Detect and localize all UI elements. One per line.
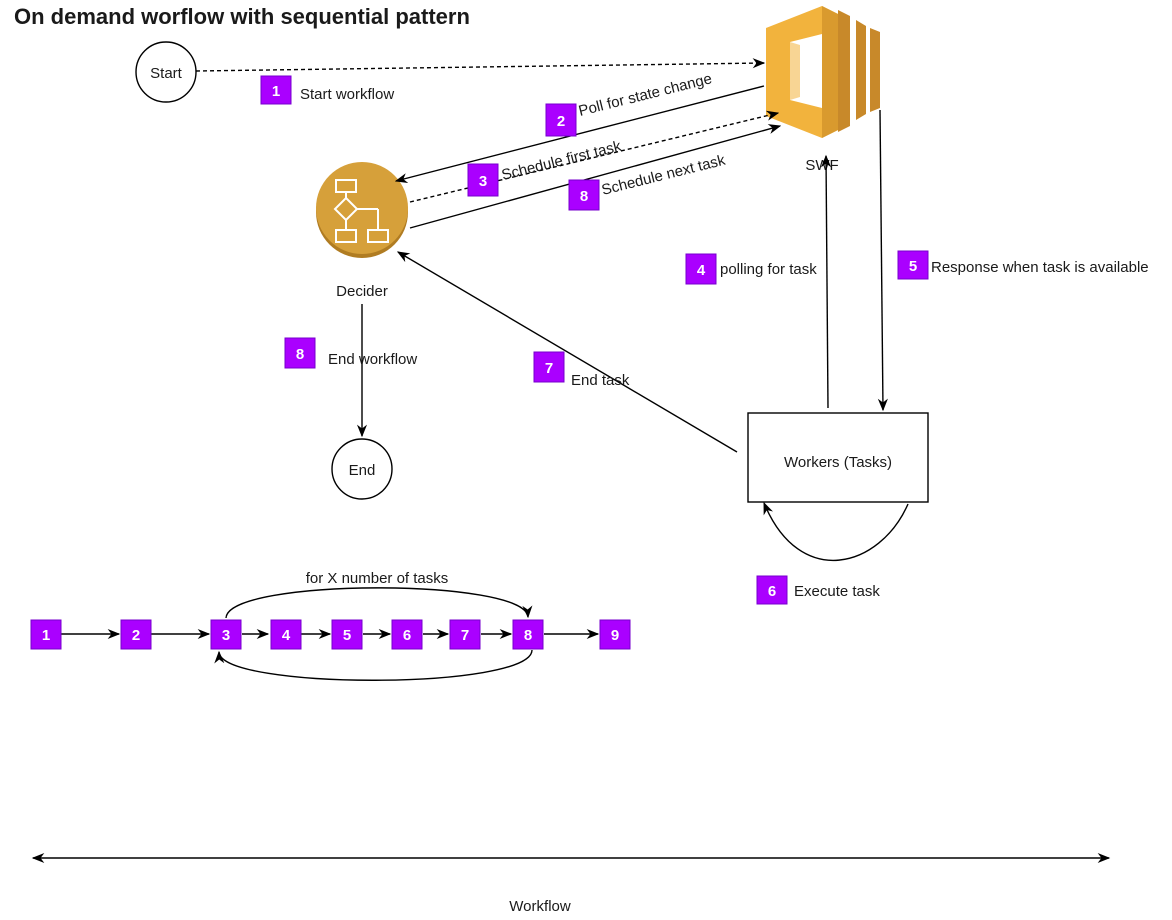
step-3-label: Schedule first task xyxy=(500,138,624,184)
edge-start-to-swf xyxy=(195,58,766,72)
seq-item-3: 3 xyxy=(210,619,242,650)
step-1: 1 Start workflow xyxy=(260,75,394,105)
svg-text:3: 3 xyxy=(222,627,230,644)
start-node[interactable]: Start xyxy=(135,41,197,103)
svg-text:5: 5 xyxy=(909,258,917,275)
step-2: 2 Poll for state change xyxy=(545,70,714,137)
end-node[interactable]: End xyxy=(331,438,393,500)
step-6-label: Execute task xyxy=(794,583,880,600)
svg-text:7: 7 xyxy=(461,627,469,644)
step-7-label: End task xyxy=(571,372,630,389)
svg-text:9: 9 xyxy=(611,627,619,644)
timeline-label: Workflow xyxy=(509,898,571,915)
seq-item-8: 8 xyxy=(512,619,544,650)
edge-workers-to-decider xyxy=(396,251,738,453)
sequence-row: for X number of tasks 1 2 3 4 5 6 7 8 9 xyxy=(30,570,631,681)
step-8-end-label: End workflow xyxy=(328,351,417,368)
seq-item-7: 7 xyxy=(449,619,481,650)
seq-loop-label: for X number of tasks xyxy=(306,570,449,587)
edge-decider-schedule-next xyxy=(409,124,782,229)
edge-swf-to-decider xyxy=(394,85,765,184)
svg-text:2: 2 xyxy=(557,113,565,130)
seq-item-2: 2 xyxy=(120,619,152,650)
seq-item-9: 9 xyxy=(599,619,631,650)
step-5: 5 Response when task is available xyxy=(897,250,1149,280)
swf-icon[interactable] xyxy=(766,6,880,138)
svg-text:4: 4 xyxy=(282,627,291,644)
svg-text:8: 8 xyxy=(580,188,588,205)
step-8-end: 8 End workflow xyxy=(284,337,417,369)
svg-text:6: 6 xyxy=(403,627,411,644)
svg-text:1: 1 xyxy=(42,627,50,644)
svg-text:3: 3 xyxy=(479,173,487,190)
diagram-title: On demand worflow with sequential patter… xyxy=(14,4,470,29)
seq-item-1: 1 xyxy=(30,619,62,650)
seq-loop-back xyxy=(214,649,533,681)
workers-box[interactable]: Workers (Tasks) xyxy=(747,412,929,503)
decider-label: Decider xyxy=(336,283,388,300)
seq-item-6: 6 xyxy=(391,619,423,650)
svg-text:8: 8 xyxy=(524,627,532,644)
start-label: Start xyxy=(150,65,183,82)
svg-text:2: 2 xyxy=(132,627,140,644)
seq-item-4: 4 xyxy=(270,619,302,650)
svg-text:4: 4 xyxy=(697,262,706,279)
step-2-label: Poll for state change xyxy=(577,70,714,120)
svg-text:7: 7 xyxy=(545,360,553,377)
swf-label: SWF xyxy=(805,157,838,174)
edge-workers-to-swf xyxy=(821,154,832,409)
svg-text:5: 5 xyxy=(343,627,351,644)
svg-text:1: 1 xyxy=(272,83,280,100)
step-6: 6 Execute task xyxy=(756,575,880,605)
step-4: 4 polling for task xyxy=(685,253,817,285)
decider-icon[interactable] xyxy=(316,162,408,258)
workers-label: Workers (Tasks) xyxy=(784,454,892,471)
step-4-label: polling for task xyxy=(720,261,817,278)
step-7: 7 End task xyxy=(533,351,630,389)
svg-text:8: 8 xyxy=(296,346,304,363)
seq-loop-forward xyxy=(225,587,533,619)
step-1-label: Start workflow xyxy=(300,86,394,103)
step-5-label: Response when task is available xyxy=(931,259,1149,276)
svg-text:6: 6 xyxy=(768,583,776,600)
edge-swf-to-workers xyxy=(877,109,888,412)
end-label: End xyxy=(349,462,376,479)
edge-execute-loop xyxy=(763,501,909,561)
seq-item-5: 5 xyxy=(331,619,363,650)
